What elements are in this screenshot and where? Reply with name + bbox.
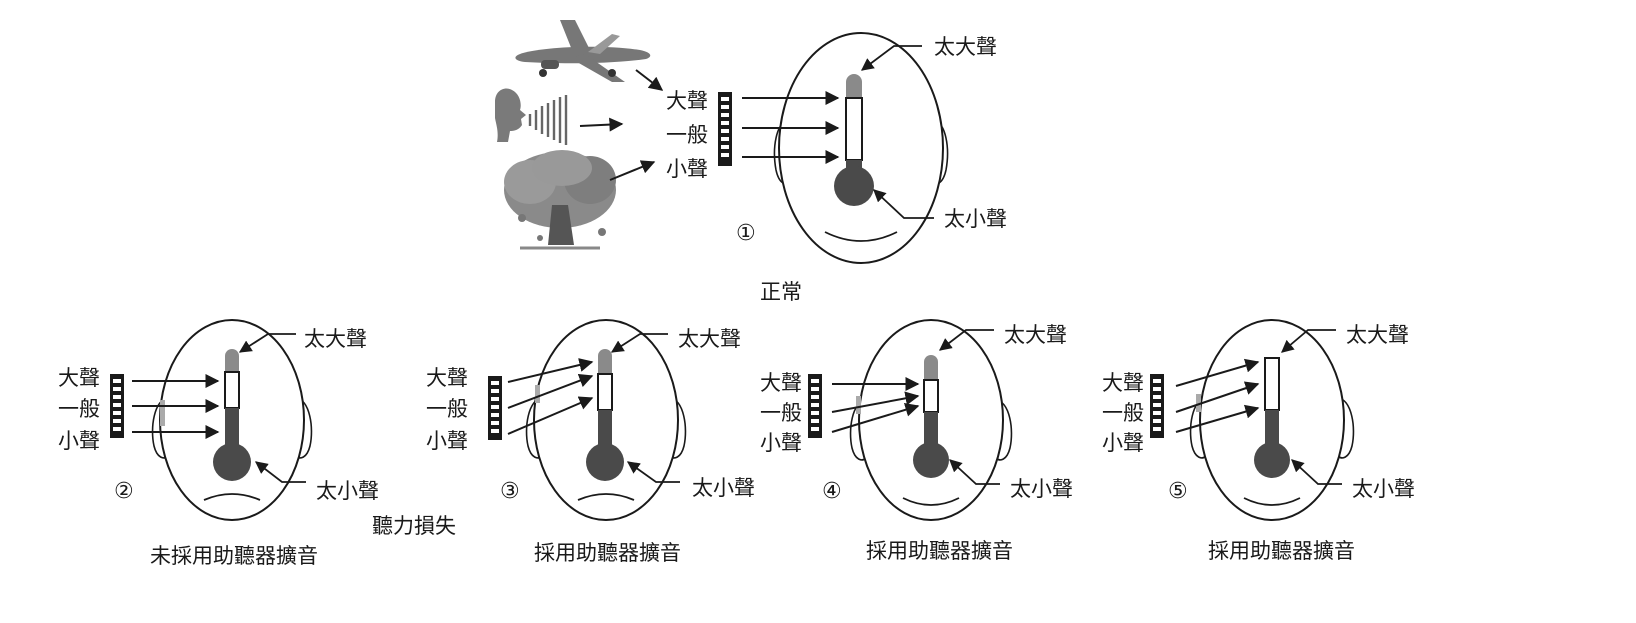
panel-caption: 未採用助聽器擴音 [150, 544, 318, 568]
panel-number: ③ [500, 479, 520, 504]
level-label-normal: 一般 [58, 397, 100, 421]
sound-level-bar-icon [488, 376, 502, 440]
too-loud-label: 太大聲 [1346, 323, 1409, 347]
input-arrow-normal [507, 373, 594, 409]
airplane-icon [515, 20, 651, 82]
leader-too-soft [255, 461, 306, 483]
panel-number: ① [736, 221, 756, 246]
sound-level-bar-icon [1150, 374, 1164, 438]
too-loud-label: 太大聲 [304, 327, 367, 351]
too-soft-label: 太小聲 [944, 207, 1007, 231]
hearing-loss-label: 聽力損失 [372, 514, 456, 538]
input-arrow-loud [1175, 358, 1260, 387]
level-label-normal: 一般 [426, 397, 468, 421]
source-arrow [579, 117, 624, 132]
leader-too-soft [626, 461, 680, 483]
panel-4: 大聲 一般 小聲 太大聲 太小聲 ④ 採用助聽器擴音 [760, 319, 1073, 563]
source-arrow [635, 69, 664, 91]
input-arrow-loud [507, 358, 594, 383]
leader-too-loud [939, 329, 994, 351]
panel-number: ④ [822, 479, 842, 504]
normal-panel: 大聲 一般 小聲 [495, 20, 1007, 304]
input-arrow-normal [1175, 381, 1260, 413]
level-label-soft: 小聲 [58, 429, 100, 453]
level-label-normal: 一般 [760, 401, 802, 425]
panel-caption: 採用助聽器擴音 [866, 539, 1013, 563]
level-label-soft: 小聲 [426, 429, 468, 453]
panel-caption: 採用助聽器擴音 [534, 541, 681, 565]
panel-number: ⑤ [1168, 479, 1188, 504]
level-label-soft: 小聲 [1102, 431, 1144, 455]
too-soft-label: 太小聲 [1352, 477, 1415, 501]
level-label-normal: 一般 [666, 123, 708, 147]
input-arrow-soft [507, 396, 594, 435]
panel-3: 大聲 一般 小聲 太大聲 太小聲 ③ 採用助聽器擴音 [426, 319, 755, 565]
panel-2: 大聲 一般 小聲 太大聲 太小聲 ② 未採用助聽器擴音 [58, 319, 379, 568]
panel-caption: 正常 [760, 280, 802, 304]
leader-too-soft [949, 459, 1000, 485]
panel-5: 大聲 一般 小聲 太大聲 太小聲 ⑤ 採用助聽器擴音 [1102, 319, 1415, 563]
level-label-loud: 大聲 [760, 371, 802, 395]
level-label-soft: 小聲 [760, 431, 802, 455]
panel-caption: 採用助聽器擴音 [1208, 539, 1355, 563]
level-label-loud: 大聲 [666, 89, 708, 113]
leader-too-loud [610, 333, 668, 353]
leader-too-loud [1281, 329, 1336, 353]
too-loud-label: 太大聲 [678, 327, 741, 351]
input-arrow-soft [831, 402, 920, 433]
level-label-loud: 大聲 [1102, 371, 1144, 395]
leader-too-loud [238, 333, 296, 353]
too-soft-label: 太小聲 [692, 476, 755, 500]
too-soft-label: 太小聲 [316, 479, 379, 503]
leader-too-soft [1291, 459, 1342, 485]
thermometer-icon [913, 355, 949, 478]
level-label-loud: 大聲 [426, 366, 468, 390]
thermometer-icon [1254, 357, 1290, 478]
leader-too-soft [873, 189, 934, 219]
too-loud-label: 太大聲 [934, 35, 997, 59]
panel-number: ② [114, 479, 134, 504]
thermometer-icon [834, 74, 874, 206]
speaking-person-icon [495, 88, 568, 145]
level-label-soft: 小聲 [666, 157, 708, 181]
level-label-loud: 大聲 [58, 366, 100, 390]
source-arrow [609, 160, 656, 181]
input-arrow-normal [831, 391, 920, 413]
leader-too-loud [860, 45, 922, 71]
too-soft-label: 太小聲 [1010, 477, 1073, 501]
thermometer-icon [213, 349, 251, 481]
sound-level-bar-icon [808, 374, 822, 438]
tree-icon [504, 150, 616, 250]
sound-level-bar-icon [110, 374, 124, 438]
input-arrow-soft [1175, 404, 1260, 433]
level-label-normal: 一般 [1102, 401, 1144, 425]
sound-level-bar-icon [718, 92, 732, 166]
too-loud-label: 太大聲 [1004, 323, 1067, 347]
thermometer-icon [586, 349, 624, 481]
